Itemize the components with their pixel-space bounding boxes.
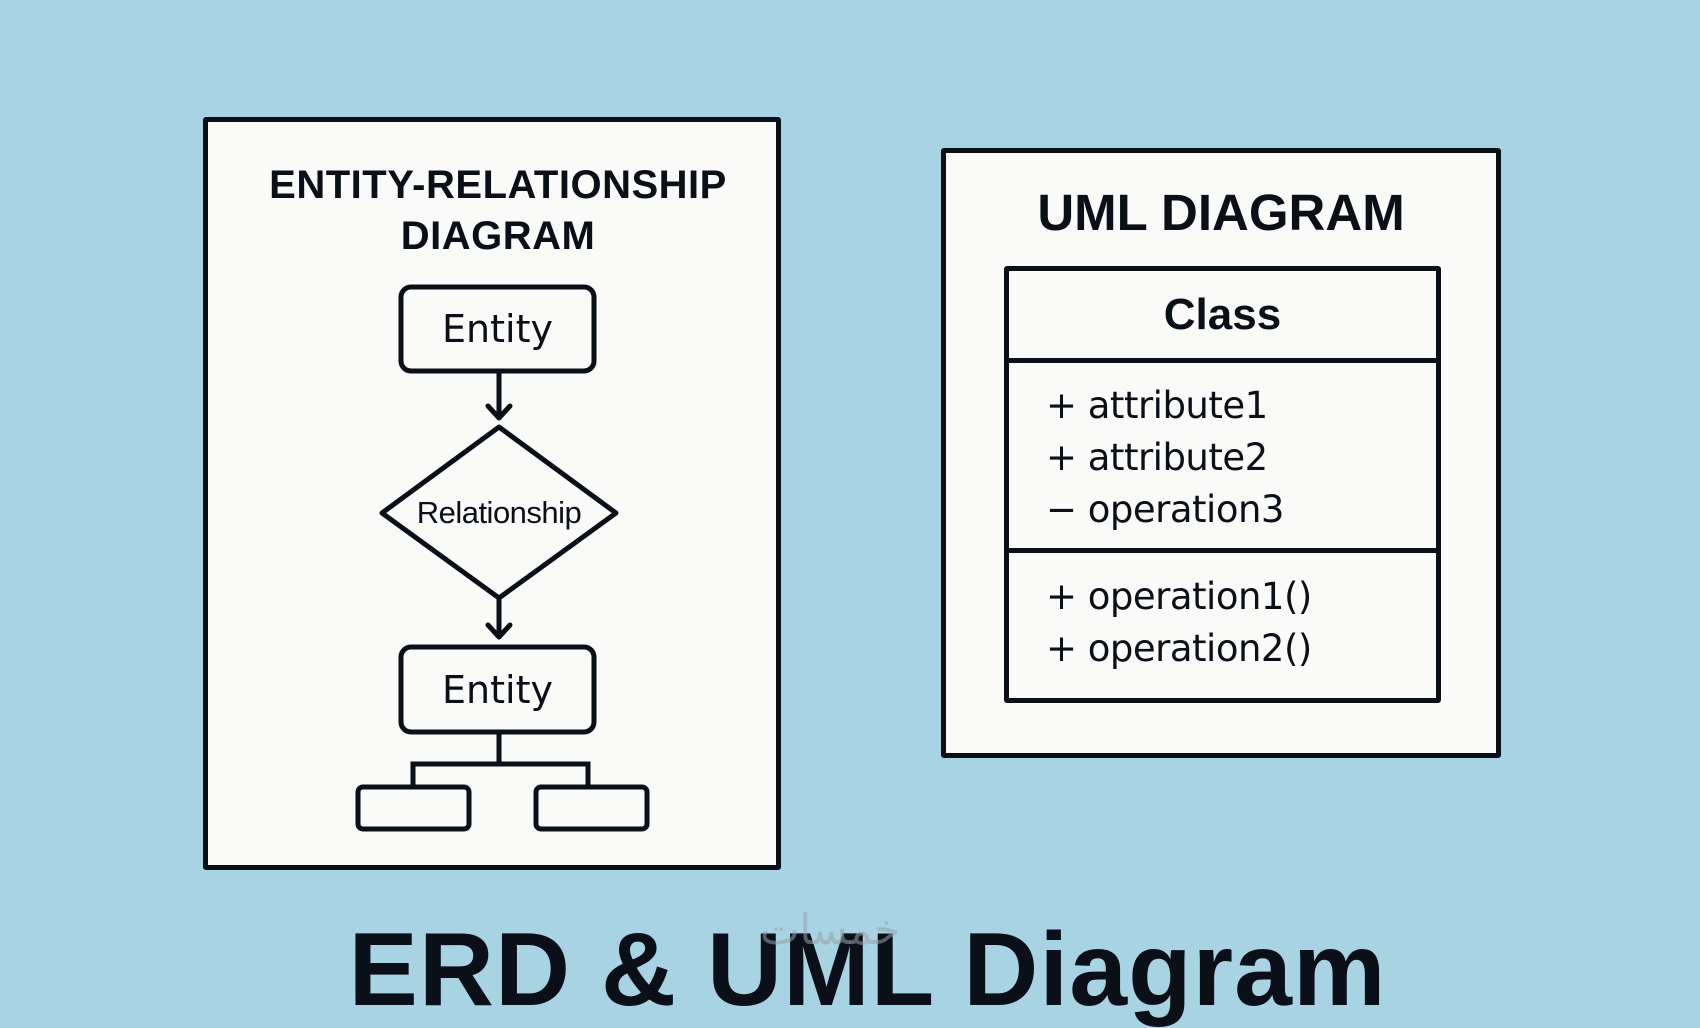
class-attribute: − operation3 <box>1046 488 1284 531</box>
uml-title: UML DIAGRAM <box>1037 184 1405 241</box>
class-name: Class <box>1009 271 1436 363</box>
entity-label-top: Entity <box>442 307 553 351</box>
uml-panel: UML DIAGRAM Class + attribute1 + attribu… <box>941 148 1501 758</box>
child-entity-box-right[interactable] <box>533 784 650 832</box>
relationship-label: Relationship <box>416 495 582 530</box>
class-operations: + operation1() + operation2() <box>1009 553 1436 675</box>
class-attribute: + attribute1 <box>1046 384 1268 427</box>
class-attribute: + attribute2 <box>1046 436 1268 479</box>
erd-title: ENTITY-RELATIONSHIP DIAGRAM <box>214 160 782 262</box>
uml-class-box[interactable]: Class + attribute1 + attribute2 − operat… <box>1004 266 1441 703</box>
class-attributes: + attribute1 + attribute2 − operation3 <box>1009 363 1436 553</box>
erd-title-line1: ENTITY-RELATIONSHIP <box>269 163 727 207</box>
class-operation: + operation2() <box>1046 627 1312 670</box>
class-operation: + operation1() <box>1046 575 1312 618</box>
erd-title-line2: DIAGRAM <box>400 214 596 258</box>
child-entity-box-left[interactable] <box>355 784 472 832</box>
entity-label-bottom: Entity <box>442 668 553 712</box>
watermark: خمسات <box>760 905 901 954</box>
